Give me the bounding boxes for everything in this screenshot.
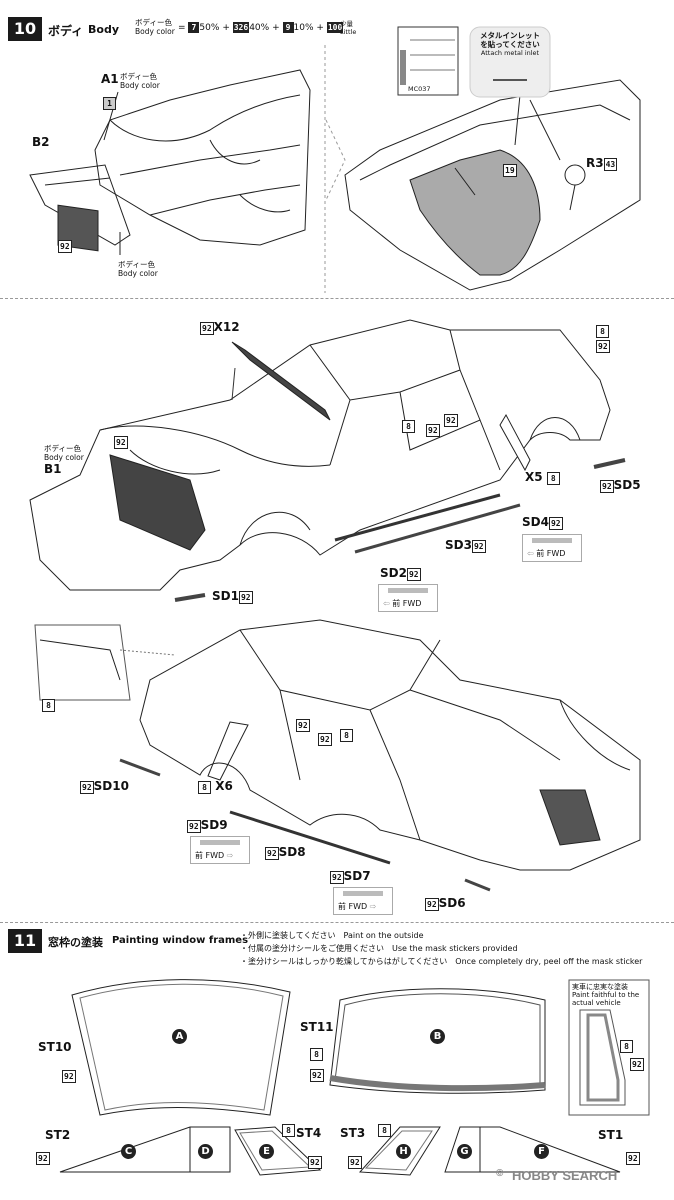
st4-code-92: 92 bbox=[308, 1156, 322, 1169]
part-b1: B1 bbox=[44, 462, 62, 476]
a1-badge: 1 bbox=[103, 91, 116, 110]
step11-title-jp: 窓枠の塗装 bbox=[48, 936, 103, 949]
st11-code-8: 8 bbox=[310, 1042, 323, 1061]
part-st3: ST3 bbox=[340, 1126, 366, 1140]
real-vehicle-note: 実車に忠実な塗装 Paint faithful to the actual ve… bbox=[572, 983, 640, 1007]
fwd-indicator-sd7: 前 FWD ⇨ bbox=[333, 887, 393, 915]
step-number-11: 11 bbox=[8, 929, 42, 953]
part-st1: ST1 bbox=[598, 1128, 624, 1142]
st1-code-92: 92 bbox=[626, 1152, 640, 1165]
metal-inlet-callout: メタルインレット を貼ってください Attach metal inlet bbox=[480, 31, 540, 57]
code-92-door: 92 bbox=[296, 719, 310, 732]
real-code-8: 8 bbox=[620, 1034, 633, 1053]
section-divider bbox=[0, 922, 674, 923]
window-frames-drawing bbox=[59, 979, 650, 1176]
step11-notes: ・外側に塗装してください Paint on the outside ・付属の塗分… bbox=[240, 931, 643, 966]
part-a1: A1 bbox=[101, 72, 119, 86]
code-8-inset: 8 bbox=[42, 693, 55, 712]
fwd-indicator-sd4: ⇦ 前 FWD bbox=[522, 534, 582, 562]
window-c-marker: C bbox=[121, 1144, 136, 1159]
code-92-mid2: 92 bbox=[444, 414, 458, 427]
part-st4: ST4 bbox=[296, 1126, 322, 1140]
interior-drawing bbox=[344, 26, 641, 291]
paint-code-100: 100 bbox=[326, 22, 344, 33]
st11-code-92: 92 bbox=[310, 1069, 324, 1082]
b2-body-color: ボディー色 Body color bbox=[118, 260, 158, 278]
st3-code-92: 92 bbox=[348, 1156, 362, 1169]
paint-code-9: 9 bbox=[282, 22, 294, 33]
b1-paint-code: 92 bbox=[114, 436, 128, 449]
little-label: 少量 Little bbox=[340, 20, 357, 36]
sheet-code: MC037 bbox=[408, 85, 431, 93]
code-8-door: 8 bbox=[340, 723, 353, 742]
window-b-marker: B bbox=[430, 1029, 445, 1044]
body-color-label: ボディー色 Body color bbox=[135, 18, 175, 36]
code-92-mid: 92 bbox=[426, 424, 440, 437]
b1-body-color: ボディー色 Body color bbox=[44, 444, 84, 462]
body-color-jp: ボディー色 bbox=[135, 18, 172, 27]
rear-body-drawing bbox=[29, 69, 311, 255]
st4-code-8: 8 bbox=[282, 1118, 295, 1137]
full-body-drawing-2 bbox=[34, 619, 641, 892]
hobby-search-watermark: ©HOBBY SEARCH bbox=[496, 1168, 618, 1183]
step11-title-en: Painting window frames bbox=[112, 935, 249, 946]
code-8-right: 8 bbox=[596, 319, 609, 338]
step-title-jp: ボディ bbox=[48, 24, 84, 38]
window-d-marker: D bbox=[198, 1144, 213, 1159]
part-st11: ST11 bbox=[300, 1020, 334, 1034]
window-a-marker: A bbox=[172, 1029, 187, 1044]
part-x5: X5 8 bbox=[525, 470, 560, 485]
step-number-10: 10 bbox=[8, 17, 42, 41]
window-f-marker: F bbox=[534, 1144, 549, 1159]
part-st10: ST10 bbox=[38, 1040, 72, 1054]
st2-code-92: 92 bbox=[36, 1152, 50, 1165]
code-92-door2: 92 bbox=[318, 733, 332, 746]
window-e-marker: E bbox=[259, 1144, 274, 1159]
part-x6: 8 X6 bbox=[198, 779, 233, 794]
part-b2: B2 bbox=[32, 135, 50, 149]
code-92-right: 92 bbox=[596, 340, 610, 353]
section-divider bbox=[0, 298, 674, 299]
part-st2: ST2 bbox=[45, 1128, 71, 1142]
fwd-indicator-sd2: ⇦ 前 FWD bbox=[378, 584, 438, 612]
copyright-mark: © bbox=[496, 1168, 504, 1179]
full-body-drawing-1 bbox=[29, 319, 626, 602]
paint-code-7: 7 bbox=[188, 22, 200, 33]
floor-paint-code: 19 bbox=[503, 164, 517, 177]
window-g-marker: G bbox=[457, 1144, 472, 1159]
st3-code-8: 8 bbox=[378, 1118, 391, 1137]
real-code-92: 92 bbox=[630, 1058, 644, 1071]
window-h-marker: H bbox=[396, 1144, 411, 1159]
fwd-indicator-sd9: 前 FWD ⇨ bbox=[190, 836, 250, 864]
a1-body-color: ボディー色 Body color bbox=[120, 72, 160, 90]
step-title-en: Body bbox=[88, 23, 119, 36]
st10-paint-code: 92 bbox=[62, 1070, 76, 1083]
paint-code-326: 326 bbox=[232, 22, 250, 33]
b2-paint-code: 92 bbox=[58, 240, 72, 253]
body-color-en: Body color bbox=[135, 27, 175, 36]
code-8-mid: 8 bbox=[402, 414, 415, 433]
